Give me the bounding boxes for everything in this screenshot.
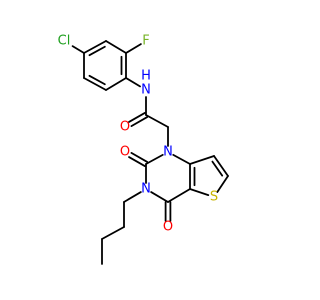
bond-n1-c2 [145, 153, 164, 165]
bond-c4-c4a [167, 188, 191, 203]
bond-layer [71, 40, 229, 265]
atom-label-nh-hydrogen: H [141, 69, 151, 84]
atom-label-o2: O [120, 145, 130, 160]
bond-c7-c6-b [211, 160, 224, 177]
bond-a3-a4 [105, 77, 127, 91]
bond-n3-b1 [123, 191, 142, 203]
bond-c2-o2-a [130, 151, 149, 163]
atom-label-cl: Cl [58, 34, 71, 49]
bond-cam-o1-b [130, 116, 149, 128]
bond-c7a-c7 [189, 155, 215, 165]
bond-a4-a5-a [83, 77, 107, 91]
bond-a6-a1-b [88, 45, 106, 57]
bond-a4-a5-b [88, 74, 106, 86]
bond-cam-ch2 [145, 114, 169, 128]
bond-c7a-n1 [172, 153, 191, 165]
atom-label-nh: N [141, 83, 151, 98]
atom-label-n3: N [141, 182, 151, 197]
bond-c7-c6-a [213, 155, 229, 177]
bond-a2-f [125, 43, 142, 54]
bond-a6-cl [71, 45, 85, 54]
bond-c6-s [216, 175, 229, 193]
atom-label-o1: O [120, 120, 130, 135]
bond-a6-a1-a [83, 40, 107, 54]
atom-label-f: F [142, 34, 149, 49]
bond-a1-a2 [105, 40, 127, 54]
atom-label-n1: N [163, 145, 173, 160]
atom-label-o3: O [163, 220, 173, 235]
canvas-background [0, 0, 300, 300]
bond-c2-o2-b [128, 156, 146, 167]
bond-cam-o1-a [128, 112, 146, 123]
bond-b2-b3 [101, 226, 125, 240]
atom-label-s: S [210, 190, 218, 205]
bond-a3-nh [125, 77, 141, 88]
bond-n3-c4 [150, 191, 169, 203]
bond-s-c4a [189, 188, 210, 197]
